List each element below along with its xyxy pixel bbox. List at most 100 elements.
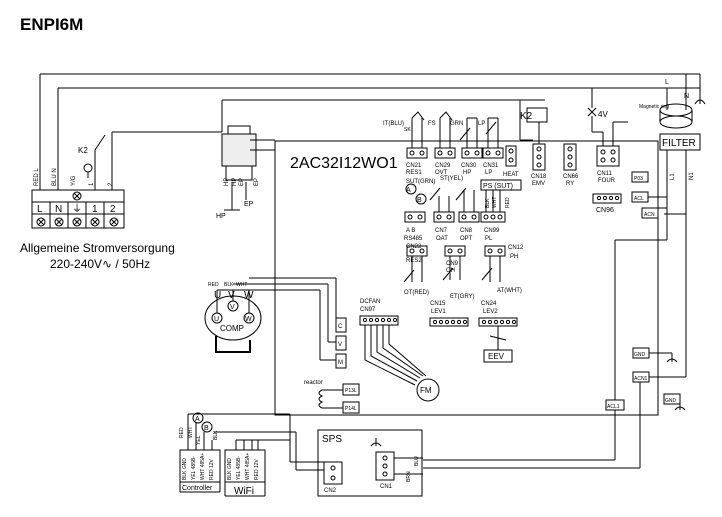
rs485-ab-label: A B	[406, 228, 415, 234]
terminal-n: N	[55, 204, 62, 215]
comp-c-pin: C	[338, 324, 343, 330]
comp-label: COMP	[220, 324, 244, 333]
p14l-label: P14L	[345, 406, 357, 412]
wire-wht: WHT	[236, 282, 247, 288]
acn-label: ACN	[644, 212, 655, 218]
sk-label-it: SK	[404, 127, 411, 133]
cn24-label: CN24	[481, 301, 497, 307]
pl-label: PL	[485, 236, 493, 242]
dcfan-connector	[359, 315, 440, 402]
sensor-a-circle: A	[406, 187, 411, 194]
acn1-label: ACN1	[634, 376, 648, 382]
four-way-valve-label: 4V	[598, 110, 608, 119]
wire-label-2: 2	[108, 182, 114, 186]
controller-label: Controller	[182, 485, 213, 492]
fs-label: FS	[428, 121, 436, 127]
compressor	[204, 277, 347, 369]
cn96-label: CN96	[596, 207, 614, 214]
board-label: 2AC32I12WO1	[290, 155, 398, 172]
ctrl-a-circle: A	[195, 416, 200, 423]
cn31-label: CN31	[483, 163, 499, 169]
power-caption-de: Allgemeine Stromversorgung	[20, 241, 175, 255]
wire-label-blu-n: BLU N	[52, 168, 58, 186]
fan-motor-label: FM	[420, 386, 432, 395]
p03-connector	[631, 171, 649, 183]
ctrl-pin-12v: RED 12V	[209, 458, 215, 480]
controller-wifi-wiring	[179, 412, 324, 497]
et-gry-label: ET(GRY)	[450, 294, 475, 300]
top-connector-row	[406, 88, 628, 171]
comp-m-pin: M	[338, 360, 343, 366]
diagram-title: ENPI6M	[20, 15, 83, 34]
filter-n1-label: N1	[689, 172, 695, 180]
wifi-pin-485b: YEL 485B-	[236, 456, 242, 480]
power-caption-voltage: 220-240V∿ / 50Hz	[50, 257, 150, 271]
comp-u-label: U	[214, 316, 219, 323]
reactor	[318, 383, 360, 414]
filter-label: FILTER	[662, 138, 696, 149]
grn-label: GRN	[450, 121, 463, 127]
filter-l-label: L	[665, 79, 669, 86]
cn99-label: CN99	[484, 228, 500, 234]
uvw-u-label: U	[214, 290, 221, 301]
oat-label: OAT	[436, 236, 448, 242]
ps-red-label: RED	[505, 197, 511, 208]
ctrl-pin-485b: YEL 485B-	[191, 456, 197, 480]
sensor-b-circle: B	[417, 197, 422, 204]
terminal-l: L	[37, 204, 43, 215]
sensor-connectors	[403, 179, 522, 283]
ctrl-pin-485a: WHT 485A+	[200, 453, 206, 480]
k2-relay-switch	[83, 99, 545, 190]
ctrl-pin-gnd: BLK GND	[182, 458, 188, 480]
lp-label: LP	[485, 170, 492, 176]
magnetic-ring-label: Magnetic ring	[639, 104, 669, 110]
gnd-label-1: GND	[634, 352, 646, 358]
sps-blu-label: BLU	[414, 456, 420, 466]
cn12-label: CN12	[508, 245, 524, 251]
lev1-label: LEV1	[431, 309, 446, 315]
sps-module	[317, 429, 423, 497]
terminal-2: 2	[110, 204, 116, 215]
sps-label: SPS	[322, 434, 342, 445]
acl-label: ACL	[634, 196, 644, 202]
ovt-label: OVT	[435, 170, 448, 176]
comp-v-pin: V	[338, 342, 342, 348]
it-blu-label: IT(BLU)	[383, 121, 404, 127]
sut-grn-label: SUT(GRN)	[406, 179, 435, 185]
comp-w-label: W	[245, 316, 252, 323]
wire-label-1: 1	[89, 182, 95, 186]
filter-l1-label: L1	[670, 173, 676, 180]
oh-label: OH	[446, 268, 455, 274]
wifi-pin-485a: WHT 485A+	[245, 453, 251, 480]
ot-red-label: OT(RED)	[404, 290, 429, 296]
lev2-label: LEV2	[483, 309, 498, 315]
ep-pin-2: EP	[254, 178, 260, 186]
emv-label: EMV	[532, 181, 545, 187]
res1-label: RES1	[406, 170, 422, 176]
cn15-label: CN15	[430, 301, 446, 307]
hp-switch-device	[221, 125, 275, 211]
ps-blk-label: BLK	[485, 198, 491, 208]
wire-label-yg: Y/G	[71, 175, 77, 186]
cn21-label: CN21	[406, 163, 422, 169]
cn11-label: CN11	[597, 171, 613, 177]
cn29-label: CN29	[435, 163, 451, 169]
mains-bus	[39, 73, 701, 190]
lev-connectors	[429, 317, 518, 363]
ps-sut-label: PS (SUT)	[483, 183, 513, 190]
ry-label: RY	[566, 181, 574, 187]
k2-relay-box-label: K2	[520, 111, 533, 122]
p13l-label: P13L	[345, 388, 357, 394]
ctrl-red-wire: RED	[179, 427, 185, 438]
wifi-label: WiFi	[234, 486, 254, 497]
res2-label: RES2	[406, 258, 422, 264]
wire-blk: BLK	[224, 282, 234, 288]
acn-connector	[641, 207, 659, 219]
uvw-v-label: V	[228, 290, 235, 301]
ground-symbol-top	[694, 99, 706, 105]
acl1-label: ACL1	[607, 404, 620, 410]
cn8-label: CN8	[460, 228, 473, 234]
ctrl-wht-wire: WHT	[188, 427, 194, 438]
uvw-w-label: W	[244, 290, 254, 301]
